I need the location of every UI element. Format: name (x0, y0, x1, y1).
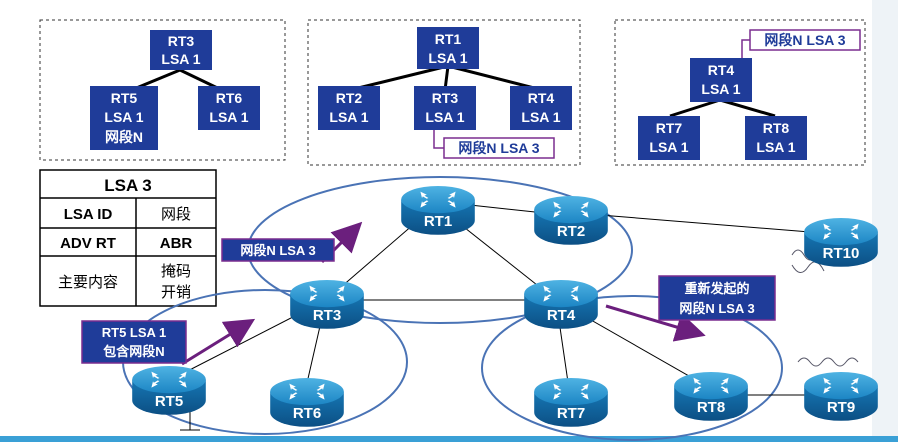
callout-rt5-lsa1: RT5 LSA 1 包含网段N (81, 320, 187, 364)
router-rt8: RT8 (674, 372, 748, 421)
tree-node-label: RT2 (336, 90, 363, 106)
router-label: RT6 (293, 405, 321, 422)
lsa3-tag (749, 29, 861, 51)
bottom-band (0, 436, 898, 442)
table-cell: 掩码 (161, 263, 191, 280)
callout-label: 网段N LSA 3 (240, 243, 315, 258)
tree-panel-middle: RT1 LSA 1 RT2 LSA 1 RT3 LSA 1 RT4 LSA 1 … (307, 19, 581, 166)
tree-node-rt6 (198, 86, 260, 130)
lsa3-tag-label: 网段N LSA 3 (764, 32, 845, 48)
tree-node-rt8 (745, 116, 807, 160)
callout-label: 包含网段N (103, 344, 164, 359)
tree-panel-left: RT3 LSA 1 RT5 LSA 1 网段N RT6 LSA 1 (39, 19, 286, 161)
tree-node-rt7 (638, 116, 700, 160)
tree-node-label: RT3 (168, 33, 195, 49)
table-cell: ADV RT (60, 235, 116, 252)
tree-node-label: RT6 (216, 90, 243, 106)
tree-node-rt2 (318, 86, 380, 130)
tree-node-label: RT7 (656, 120, 683, 136)
callout-label: 网段N LSA 3 (679, 301, 754, 316)
tree-node-label: LSA 1 (329, 109, 368, 125)
cloud-rt10 (791, 261, 825, 273)
tree-node-rt5 (90, 86, 158, 150)
lsa3-table: LSA 3 LSA ID 网段 ADV RT ABR 主要内容 掩码 开销 (39, 169, 217, 307)
tree-node-label: LSA 1 (161, 51, 200, 67)
router-rt2: RT2 (534, 196, 608, 245)
table-cell: 开销 (161, 284, 191, 301)
router-rt7: RT7 (534, 378, 608, 427)
table-cell: 网段 (161, 206, 191, 223)
table-cell: 主要内容 (58, 274, 118, 291)
table-cell: ABR (160, 235, 193, 252)
callout-label: RT5 LSA 1 (102, 325, 167, 340)
side-panel-edge (872, 0, 898, 436)
router-rt5: RT5 (132, 366, 206, 415)
table-cell: LSA ID (64, 206, 113, 223)
tree-node-label: LSA 1 (104, 109, 143, 125)
tree-node-rt3 (414, 86, 476, 130)
router-label: RT2 (557, 223, 585, 240)
tree-node-label: 网段N (105, 129, 143, 145)
lsa3-table-title: LSA 3 (104, 176, 152, 195)
tree-node-label: LSA 1 (428, 50, 467, 66)
tree-node-label: RT4 (528, 90, 555, 106)
tree-node-label: RT8 (763, 120, 790, 136)
router-rt1: RT1 (401, 186, 475, 235)
router-rt9: RT9 (804, 372, 878, 421)
tree-panel-right: 网段N LSA 3 RT4 LSA 1 RT7 LSA 1 RT8 LSA 1 (614, 19, 866, 166)
tree-node-label: RT3 (432, 90, 459, 106)
tree-node-rt3 (150, 30, 212, 70)
router-rt4: RT4 (524, 280, 598, 329)
tree-node-label: LSA 1 (756, 139, 795, 155)
callout-rt4-regen: 重新发起的 网段N LSA 3 (658, 275, 776, 321)
tree-node-rt1 (417, 27, 479, 69)
lsa3-tag-label: 网段N LSA 3 (458, 140, 539, 156)
tree-node-label: LSA 1 (425, 109, 464, 125)
tree-node-rt4 (510, 86, 572, 130)
callout-label: 重新发起的 (684, 281, 749, 296)
router-label: RT3 (313, 307, 341, 324)
area2-ring (481, 295, 783, 441)
router-rt6: RT6 (270, 378, 344, 427)
router-label: RT1 (424, 213, 452, 230)
tree-node-rt4 (690, 58, 752, 102)
router-rt3: RT3 (290, 280, 364, 329)
router-label: RT4 (547, 307, 576, 324)
callout-rt3-lsa3: 网段N LSA 3 (221, 238, 335, 262)
lsa3-tag (443, 137, 555, 159)
tree-node-label: LSA 1 (521, 109, 560, 125)
tree-node-label: LSA 1 (649, 139, 688, 155)
tree-node-label: RT5 (111, 90, 138, 106)
router-label: RT5 (155, 393, 183, 410)
tree-node-label: RT1 (435, 31, 462, 47)
cloud-rt9 (797, 357, 859, 367)
arrow-rt5-lsa1 (181, 318, 256, 366)
arrow-rt4-regen (605, 304, 706, 342)
router-label: RT9 (827, 399, 855, 416)
tree-node-label: RT4 (708, 62, 735, 78)
router-label: RT10 (823, 245, 860, 262)
tree-node-label: LSA 1 (701, 81, 740, 97)
router-label: RT7 (557, 405, 585, 422)
router-rt10: RT10 (804, 218, 878, 267)
router-label: RT8 (697, 399, 725, 416)
tree-node-label: LSA 1 (209, 109, 248, 125)
